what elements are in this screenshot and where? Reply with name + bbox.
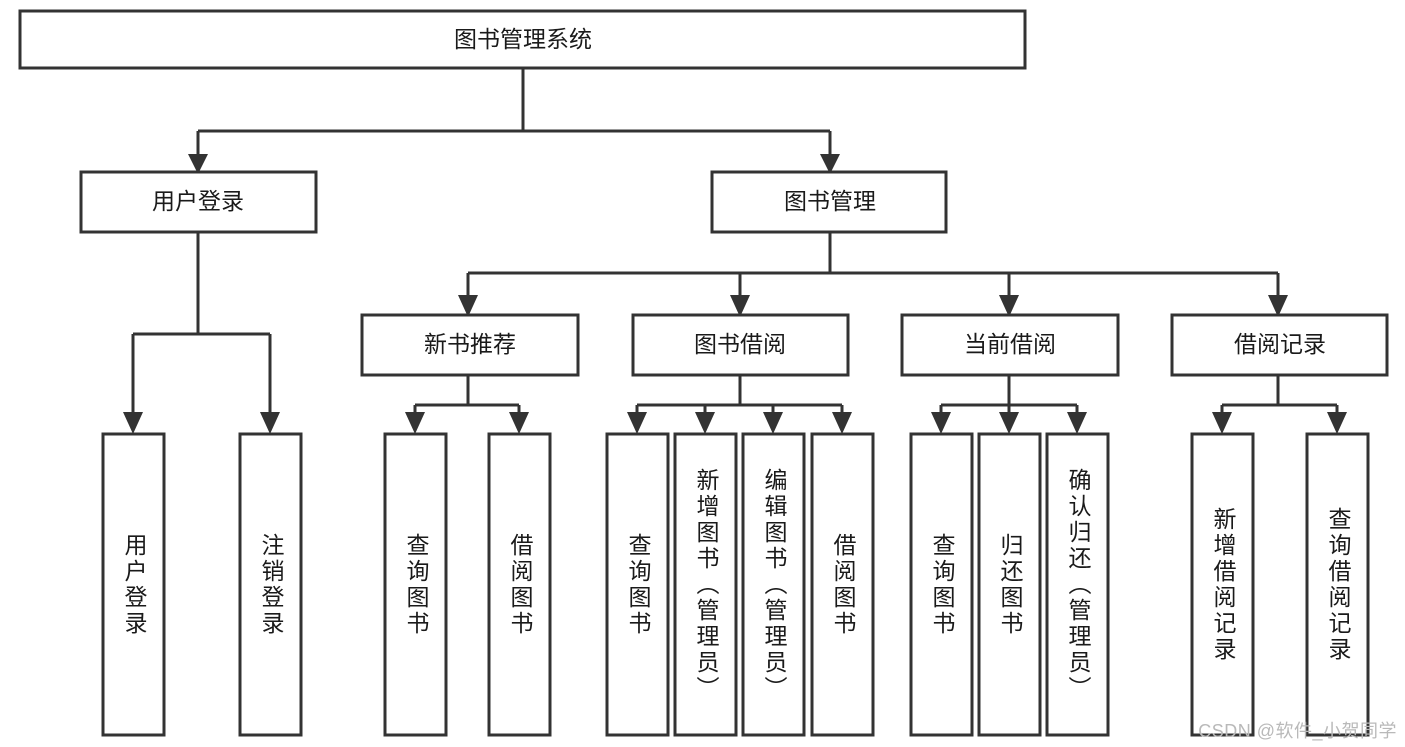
leaf-currentborrow-return[interactable] [977, 432, 1042, 737]
leaf-bookborrow-add[interactable] [673, 432, 738, 737]
connector-bookborrow-to-leaves [627, 375, 852, 434]
leaf-borrowrecord-query[interactable] [1305, 432, 1370, 737]
node-user-login[interactable]: 用户登录 [79, 170, 318, 234]
leaf-newbook-borrow[interactable] [487, 432, 552, 737]
node-new-book-recommend[interactable]: 新书推荐 [360, 313, 580, 377]
node-root-system[interactable]: 图书管理系统 [18, 9, 1027, 70]
node-current-borrow[interactable]: 当前借阅 [900, 313, 1120, 377]
leaf-borrowrecord-add[interactable] [1190, 432, 1255, 737]
leaf-currentborrow-confirm[interactable] [1045, 432, 1110, 737]
node-current-borrow-label: 当前借阅 [964, 331, 1056, 357]
connector-borrowrecord-to-leaves [1212, 375, 1347, 434]
node-user-login-label: 用户登录 [152, 188, 244, 214]
connector-bookmgmt-to-level2 [458, 232, 1288, 317]
connector-currentborrow-to-leaves [931, 375, 1087, 434]
node-book-management-label: 图书管理 [784, 188, 876, 214]
leaf-currentborrow-query[interactable] [909, 432, 974, 737]
connector-newbook-to-leaves [405, 375, 529, 434]
leaf-newbook-query[interactable] [383, 432, 448, 737]
leaf-bookborrow-query[interactable] [605, 432, 670, 737]
node-book-borrow-label: 图书借阅 [694, 331, 786, 357]
node-borrow-record-label: 借阅记录 [1234, 331, 1326, 357]
node-book-borrow[interactable]: 图书借阅 [631, 313, 850, 377]
leaf-user-login-login[interactable] [101, 432, 166, 737]
leaf-bookborrow-borrow[interactable] [810, 432, 875, 737]
connector-root-to-level1 [188, 68, 840, 174]
node-new-book-recommend-label: 新书推荐 [424, 331, 516, 357]
leaf-user-login-logout[interactable] [238, 432, 303, 737]
node-book-management[interactable]: 图书管理 [710, 170, 948, 234]
node-root-system-label: 图书管理系统 [454, 26, 592, 52]
leaf-bookborrow-edit[interactable] [741, 432, 806, 737]
node-borrow-record[interactable]: 借阅记录 [1170, 313, 1389, 377]
connector-userlogin-to-leaves [123, 232, 280, 434]
